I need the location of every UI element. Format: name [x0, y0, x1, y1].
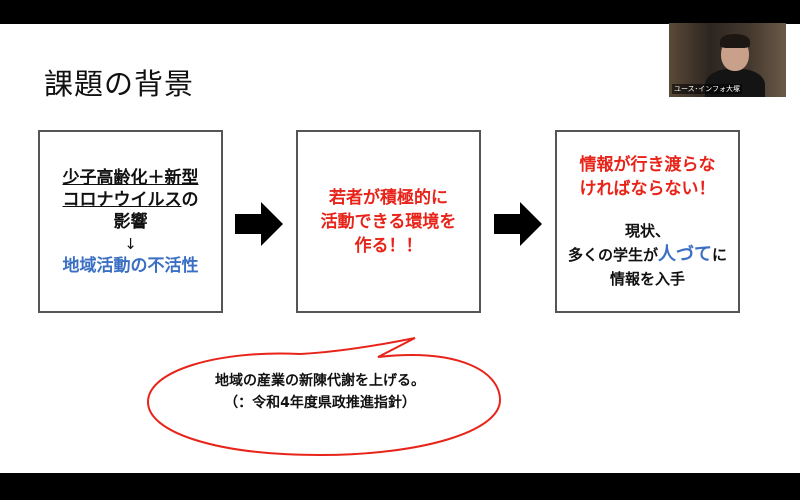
- need-line-1: 現状、: [624, 221, 670, 240]
- cause-line-2-suffix: の: [181, 189, 199, 210]
- bottom-black-bar: [0, 473, 800, 500]
- cause-line-2-underlined: コロナウイルス: [62, 189, 182, 210]
- need-red-line-1: 情報が行き渡らな: [579, 154, 716, 175]
- goal-box: 若者が積極的に 活動できる環境を 作る！！: [296, 130, 481, 313]
- need-line-2: 多くの学生が人づてに: [568, 243, 727, 267]
- need-line-2-c: に: [712, 245, 728, 264]
- top-black-bar: [0, 0, 800, 24]
- callout-text: 地域の産業の新陳代謝を上げる。 （：令和4年度県政推進指針）: [170, 370, 470, 414]
- participant-video[interactable]: ユース･インフォ大塚: [669, 23, 786, 97]
- goal-line-3: 作る！！: [354, 235, 423, 256]
- callout-line-1: 地域の産業の新陳代謝を上げる。: [215, 373, 425, 389]
- cause-result: 地域活動の不活性: [62, 255, 199, 276]
- cause-line-2: コロナウイルスの: [63, 189, 199, 211]
- right-arrow-icon: [494, 202, 542, 246]
- need-line-2-highlight: 人づて: [658, 243, 712, 265]
- down-arrow-icon: ↓: [124, 234, 137, 253]
- right-arrow-icon: [235, 202, 283, 246]
- goal-line-2: 活動できる環境を: [320, 211, 457, 232]
- goal-line-1: 若者が積極的に: [329, 187, 448, 208]
- need-line-3: 情報を入手: [609, 269, 685, 288]
- callout-line-2: （：令和4年度県政推進指針）: [224, 395, 416, 411]
- cause-line-1: 少子高齢化＋新型: [62, 167, 199, 188]
- participant-name-label: ユース･インフォ大塚: [672, 84, 742, 94]
- cause-line-3: 影響: [113, 211, 148, 232]
- cause-box: 少子高齢化＋新型 コロナウイルスの 影響 ↓ 地域活動の不活性: [38, 130, 223, 313]
- need-box: 情報が行き渡らな ければならない！ 現状、 多くの学生が人づてに 情報を入手: [555, 130, 740, 313]
- slide-title: 課題の背景: [44, 67, 195, 101]
- need-line-2-a: 多くの学生が: [567, 245, 658, 264]
- need-red-line-2: ければならない！: [579, 178, 716, 199]
